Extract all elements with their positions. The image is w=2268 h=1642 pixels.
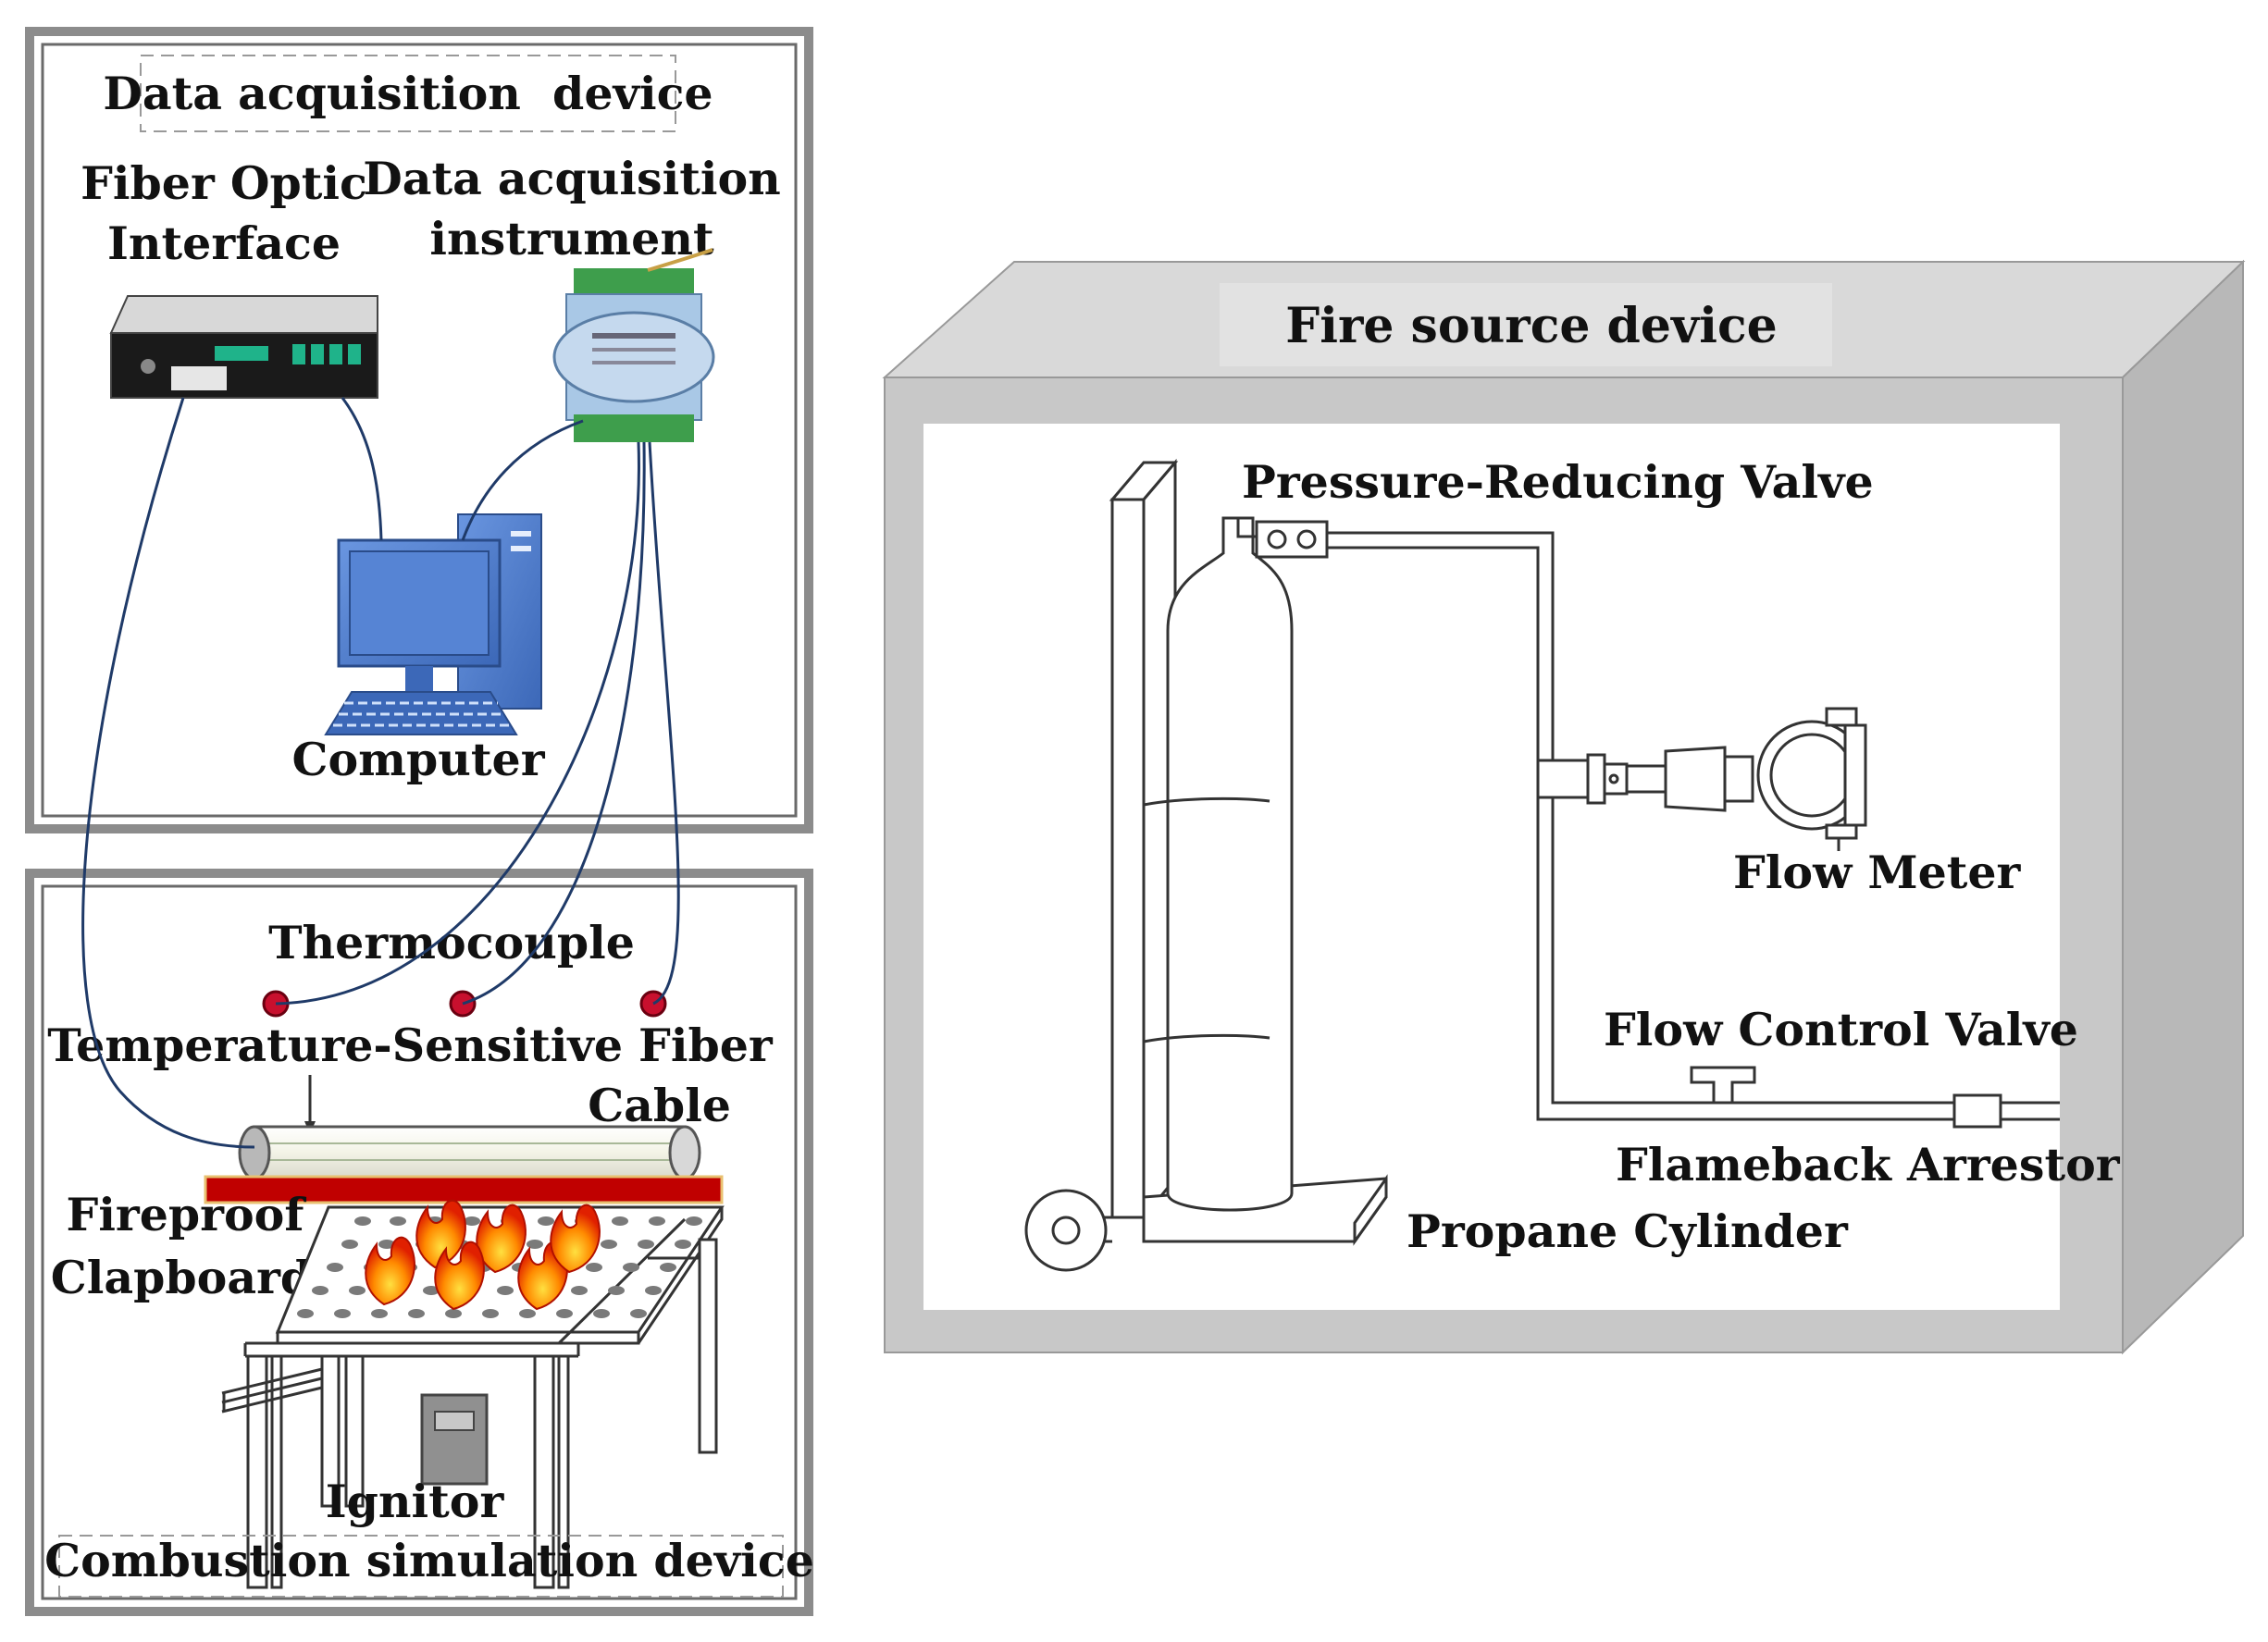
signal-cables: [81, 397, 680, 1149]
fireproof-clapboard-label-line1: Fireproof: [67, 1188, 307, 1241]
flames: [365, 1199, 601, 1311]
flow-meter-label: Flow Meter: [1733, 846, 2022, 899]
propane-cylinder-label: Propane Cylinder: [1407, 1204, 1849, 1258]
data-acquisition-instrument-label-line1: Data acquisition: [363, 152, 781, 205]
temperature-sensitive-fiber-label-line2: Cable: [588, 1079, 731, 1132]
flameback-arrestor-label: Flameback Arrestor: [1616, 1138, 2121, 1191]
thermocouple-label: Thermocouple: [268, 916, 635, 969]
flow-control-valve-label: Flow Control Valve: [1604, 1003, 2078, 1056]
pressure-reducing-valve-label: Pressure-Reducing Valve: [1242, 455, 1874, 509]
computer-icon: [324, 513, 542, 735]
data-acquisition-instrument-label-line2: instrument: [429, 212, 714, 265]
fireproof-clapboard: [204, 1175, 724, 1204]
data-acquisition-panel-title: Data acquisition device: [103, 67, 713, 120]
combustion-panel: Thermocouple Temperature-Sensitive Fiber…: [25, 869, 814, 1616]
fire-source-panel: Fire source device: [882, 259, 2246, 1355]
fiber-optic-interface-label-line2: Interface: [107, 216, 341, 270]
computer-label: Computer: [291, 733, 545, 786]
fire-source-panel-title: Fire source device: [1285, 298, 1777, 354]
ignitor-icon: [420, 1393, 489, 1486]
temperature-sensitive-fiber-label-line1: Temperature-Sensitive Fiber: [47, 1019, 774, 1072]
data-acquisition-panel: Data acquisition device Fiber Optic Inte…: [25, 27, 813, 833]
fiber-optic-interface-icon: [109, 295, 378, 399]
combustion-panel-title: Combustion simulation device: [44, 1534, 814, 1587]
fireproof-clapboard-label-line2: Clapboard: [51, 1251, 312, 1304]
fiber-cable-tube: [238, 1125, 701, 1180]
fiber-optic-interface-label-line1: Fiber Optic: [81, 156, 367, 210]
data-acquisition-instrument-icon: [552, 248, 715, 442]
gas-system-schematic: [1024, 458, 2060, 1272]
ignitor-label: Ignitor: [326, 1475, 505, 1528]
